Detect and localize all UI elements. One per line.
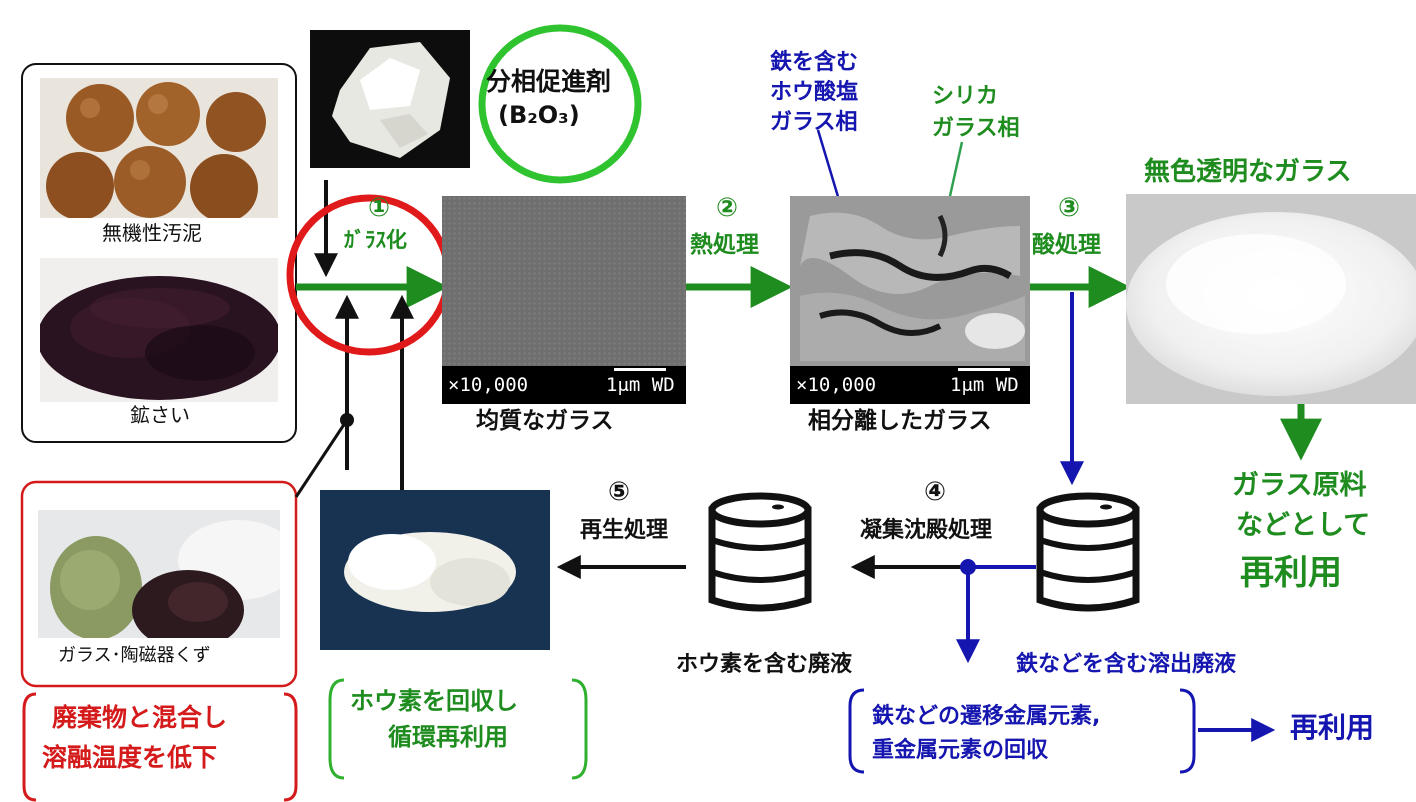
sem1-magnification: ×10,000	[448, 374, 529, 396]
silica-phase-line2: ガラス相	[932, 116, 1020, 141]
sem2-magnification: ×10,000	[796, 374, 877, 396]
reuse-glass-line1: ガラス原料	[1232, 470, 1367, 501]
recovery-line2: 重金属元素の回収	[872, 738, 1049, 763]
iron-waste-label: 鉄などを含む溶出廃液	[1016, 652, 1237, 677]
additive-circle	[478, 24, 642, 184]
waste-label: ガラス･陶磁器くず	[58, 645, 211, 666]
step5-number: ⑤	[608, 477, 631, 507]
step1-number: ①	[368, 193, 391, 223]
melt-note-line2: 溶融温度を低下	[42, 743, 218, 772]
step2-number: ②	[716, 193, 739, 223]
step1-label: ｶﾞﾗｽ化	[344, 228, 407, 252]
recovery-reuse: 再利用	[1290, 711, 1375, 744]
sem-homogeneous-photo: ×10,000 1μm WD	[442, 196, 686, 404]
sem1-scale: 1μm WD	[606, 374, 675, 396]
recovered-boron-photo	[320, 490, 550, 650]
boron-oxide-photo	[310, 30, 470, 168]
boron-waste-label: ホウ素を含む廃液	[676, 652, 853, 677]
sem2-caption: 相分離したガラス	[808, 408, 992, 434]
step5-label: 再生処理	[580, 518, 669, 543]
reuse-glass-line2: などとして	[1236, 510, 1371, 541]
glass-powder-photo	[1126, 194, 1416, 404]
sem-phase-separated-photo: ×10,000 1μm WD	[790, 196, 1030, 404]
recovery-line1: 鉄などの遷移金属元素,	[872, 704, 1101, 729]
boron-note-line1: ホウ素を回収し	[350, 687, 518, 715]
sem1-caption: 均質なガラス	[476, 408, 614, 434]
product-title: 無色透明なガラス	[1144, 157, 1352, 187]
sem2-scale: 1μm WD	[950, 374, 1019, 396]
borate-phase-line1: 鉄を含む	[770, 50, 859, 75]
boron-note-line2: 循環再利用	[388, 723, 508, 751]
drum-boron-waste	[708, 492, 812, 612]
slag-label: 鉱さい	[130, 403, 190, 427]
step3-label: 酸処理	[1032, 232, 1101, 258]
reuse-glass-line3: 再利用	[1240, 553, 1342, 593]
additive-label: 分相促進剤	[486, 67, 612, 96]
additive-formula: (B₂O₃)	[498, 101, 580, 129]
waste-box	[20, 480, 298, 688]
melt-note-line1: 廃棄物と混合し	[52, 703, 228, 732]
sludge-photo	[40, 78, 278, 218]
step4-number: ④	[924, 477, 947, 507]
step3-number: ③	[1058, 193, 1081, 223]
borate-phase-line2: ホウ酸塩	[770, 80, 859, 105]
slag-photo	[40, 258, 278, 402]
silica-phase-line1: シリカ	[932, 84, 999, 109]
waste-photo	[38, 510, 280, 638]
sludge-label: 無機性汚泥	[102, 221, 202, 245]
drum-iron-waste	[1036, 492, 1140, 612]
borate-phase-line3: ガラス相	[770, 110, 858, 135]
step2-label: 熱処理	[690, 232, 759, 258]
step4-label: 凝集沈殿処理	[860, 518, 993, 543]
